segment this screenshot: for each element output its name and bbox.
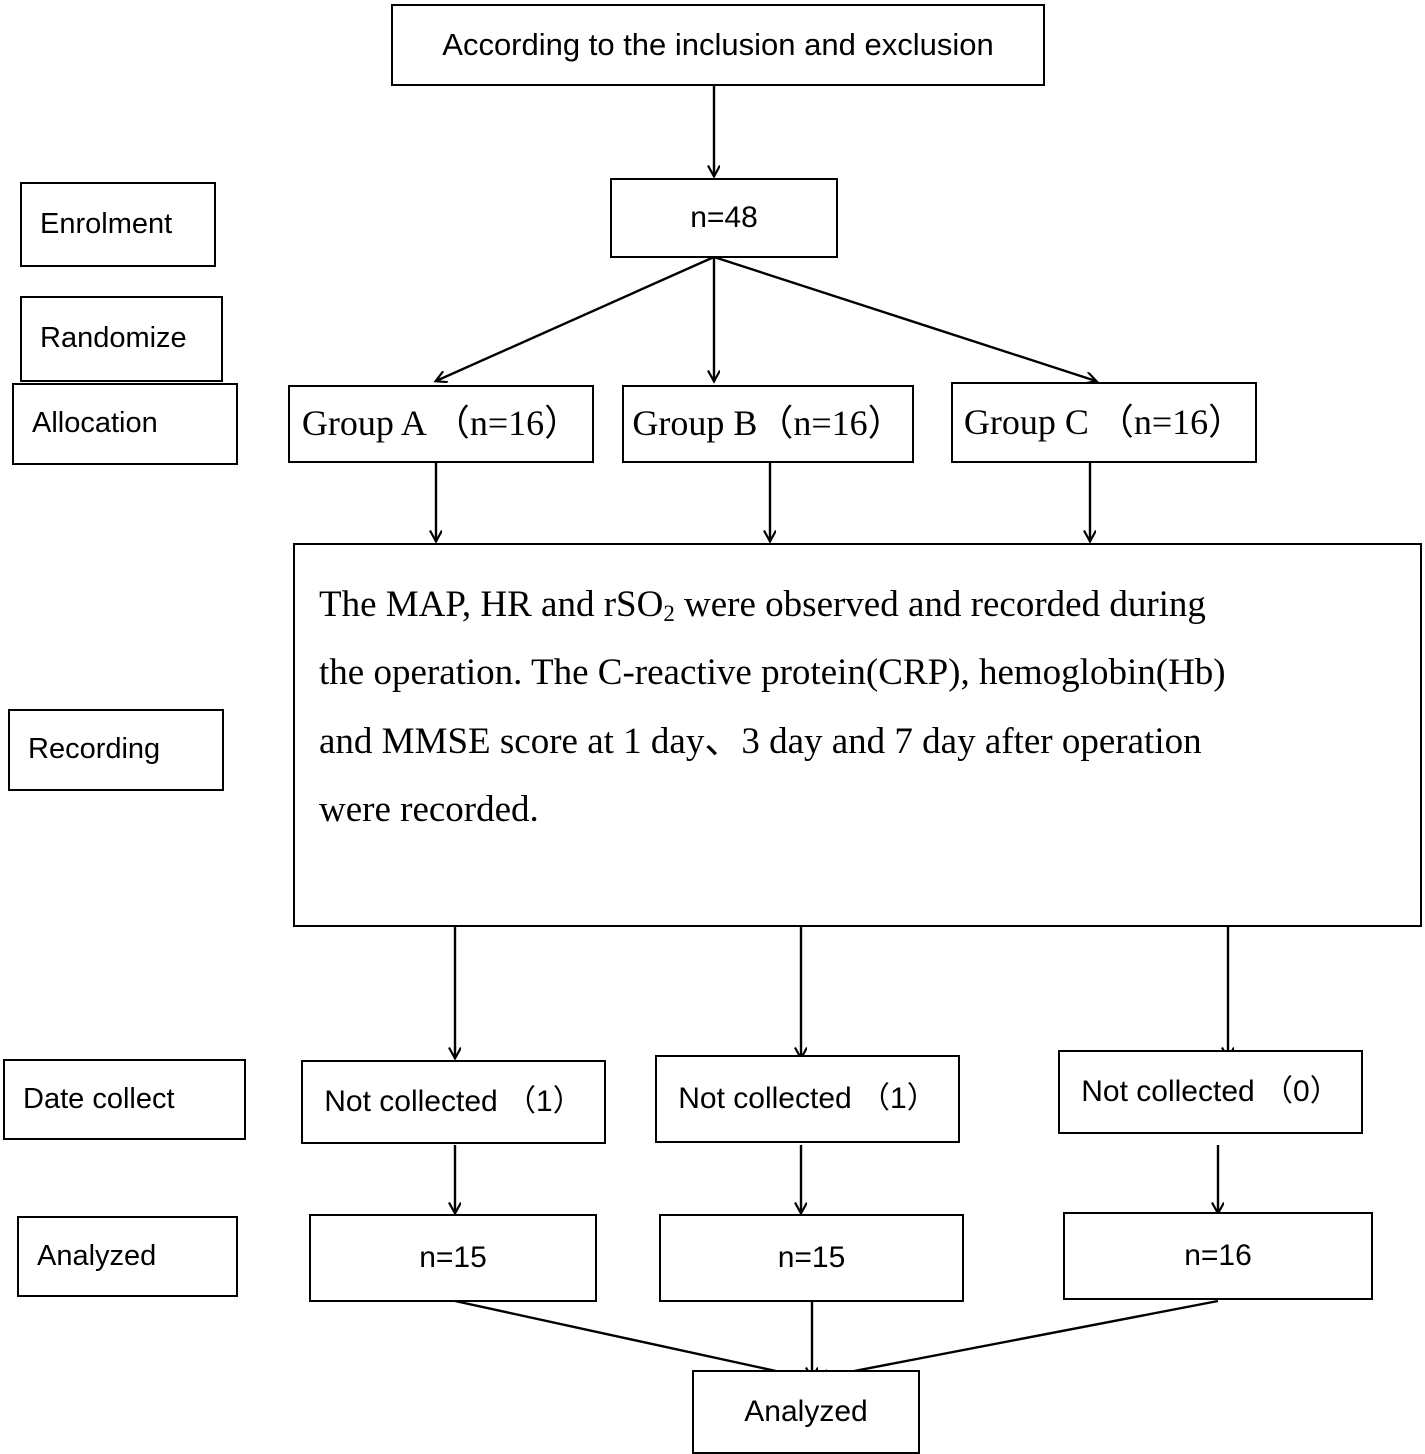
- recording-line-1: The MAP, HR and rSO2 were observed and r…: [319, 571, 1396, 639]
- recording-line-1-b: were observed and recorded during: [674, 584, 1206, 625]
- not-collected-b-box[interactable]: Not collected （1）: [655, 1055, 960, 1143]
- group-b-box[interactable]: Group B（n=16）: [622, 385, 914, 463]
- final-analyzed-label: Analyzed: [744, 1394, 868, 1428]
- edge-analyzed-a-to-final: [454, 1299, 808, 1378]
- edge-enrolment-to-group-c: [713, 255, 1096, 381]
- stage-label-enrolment[interactable]: Enrolment: [20, 182, 216, 267]
- enrolment-count-box[interactable]: n=48: [610, 178, 838, 258]
- final-analyzed-box[interactable]: Analyzed: [692, 1370, 920, 1454]
- enrolment-count-label: n=48: [690, 200, 758, 234]
- stage-label-analyzed[interactable]: Analyzed: [17, 1216, 238, 1297]
- not-collected-c-label: Not collected （0）: [1081, 1074, 1340, 1108]
- not-collected-b-label: Not collected （1）: [678, 1081, 937, 1115]
- stage-label-randomize[interactable]: Randomize: [20, 296, 223, 382]
- analyzed-b-box[interactable]: n=15: [659, 1214, 964, 1302]
- not-collected-a-label: Not collected （1）: [324, 1084, 583, 1118]
- edge-analyzed-c-to-final: [818, 1299, 1219, 1378]
- title-box[interactable]: According to the inclusion and exclusion: [391, 4, 1045, 86]
- stage-label-date-collect-text: Date collect: [23, 1082, 175, 1115]
- edge-enrolment-to-group-a: [436, 255, 715, 381]
- stage-label-recording[interactable]: Recording: [8, 709, 224, 791]
- stage-label-allocation-text: Allocation: [32, 407, 158, 440]
- stage-label-allocation[interactable]: Allocation: [12, 383, 238, 465]
- group-a-label: Group A （n=16）: [301, 403, 581, 444]
- recording-description-box[interactable]: The MAP, HR and rSO2 were observed and r…: [293, 543, 1422, 927]
- not-collected-a-box[interactable]: Not collected （1）: [301, 1060, 606, 1144]
- stage-label-date-collect[interactable]: Date collect: [3, 1059, 246, 1140]
- recording-line-3: and MMSE score at 1 day、3 day and 7 day …: [319, 720, 1202, 762]
- title-box-label: According to the inclusion and exclusion: [442, 27, 994, 63]
- analyzed-c-label: n=16: [1184, 1238, 1252, 1272]
- not-collected-c-box[interactable]: Not collected （0）: [1058, 1050, 1363, 1134]
- analyzed-a-box[interactable]: n=15: [309, 1214, 597, 1302]
- recording-line-2: the operation. The C-reactive protein(CR…: [319, 652, 1226, 694]
- analyzed-c-box[interactable]: n=16: [1063, 1212, 1373, 1300]
- analyzed-b-label: n=15: [777, 1240, 846, 1274]
- stage-label-analyzed-text: Analyzed: [37, 1239, 157, 1272]
- group-c-box[interactable]: Group C （n=16）: [951, 382, 1257, 463]
- group-a-box[interactable]: Group A （n=16）: [288, 385, 594, 463]
- recording-line-1-a: The MAP, HR and rSO: [319, 584, 664, 625]
- stage-label-recording-text: Recording: [28, 733, 161, 766]
- analyzed-a-label: n=15: [419, 1240, 487, 1274]
- group-b-label: Group B（n=16）: [632, 403, 904, 444]
- recording-line-1-sub: 2: [663, 601, 675, 627]
- group-c-label: Group C （n=16）: [963, 401, 1245, 442]
- stage-label-randomize-text: Randomize: [40, 322, 187, 355]
- recording-line-4: were recorded.: [319, 789, 539, 831]
- stage-label-enrolment-text: Enrolment: [40, 207, 173, 240]
